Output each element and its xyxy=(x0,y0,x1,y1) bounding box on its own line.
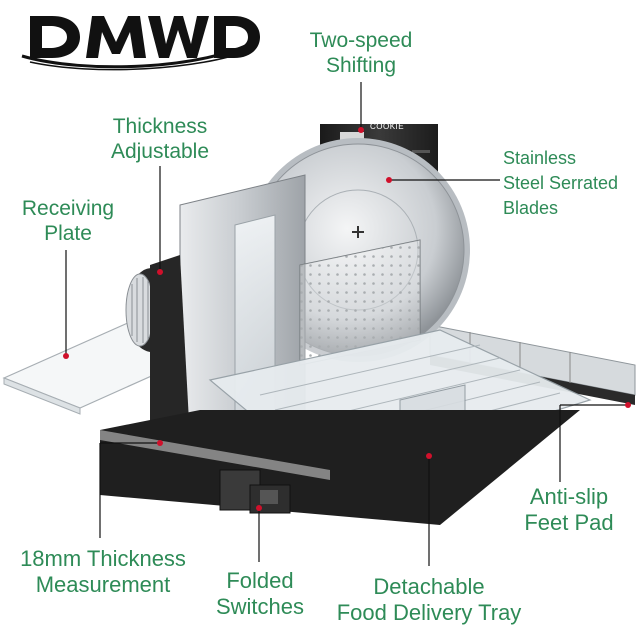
food-carriage xyxy=(299,239,421,366)
brand-logo xyxy=(21,16,260,71)
marker-delivery-tray xyxy=(426,453,432,459)
callout-line: 18mm Thickness xyxy=(20,546,186,571)
marker-thickness-adjust xyxy=(157,269,163,275)
marker-folded-switches xyxy=(256,505,262,511)
callout-line: Switches xyxy=(215,594,305,619)
callout-folded-switches: Folded Switches xyxy=(200,568,320,620)
housing-marking: COOKIE xyxy=(370,122,405,131)
callout-thickness-adjust: Thickness Adjustable xyxy=(92,114,228,164)
callout-line: Two-speed xyxy=(309,29,413,52)
callout-line: Receiving xyxy=(21,197,115,220)
callout-line: Measurement xyxy=(35,572,171,597)
marker-thickness-measure xyxy=(157,440,163,446)
callout-line: Thickness xyxy=(112,115,208,138)
callout-line: Detachable xyxy=(373,574,485,599)
callout-line: Anti-slip xyxy=(529,484,609,509)
marker-two-speed xyxy=(358,127,364,133)
callout-two-speed: Two-speed Shifting xyxy=(290,28,432,78)
callout-line: Steel Serrated xyxy=(503,173,619,193)
callout-line: Stainless xyxy=(503,148,577,168)
callout-line: Folded xyxy=(226,568,294,593)
callout-line: Feet Pad xyxy=(524,510,614,535)
callout-anti-slip: Anti-slip Feet Pad xyxy=(506,484,632,536)
marker-serrated-blades xyxy=(386,177,392,183)
callout-receiving-plate: Receiving Plate xyxy=(6,196,130,246)
thickness-knob xyxy=(125,255,190,440)
callout-line: Food Delivery Tray xyxy=(336,600,522,625)
callout-line: Shifting xyxy=(325,54,397,77)
callout-line: Blades xyxy=(503,198,559,218)
marker-receiving-plate xyxy=(63,353,69,359)
marker-anti-slip xyxy=(625,402,631,408)
callout-serrated-blades: Stainless Steel Serrated Blades xyxy=(503,146,639,221)
callout-line: Adjustable xyxy=(110,140,210,163)
callout-thickness-measure: 18mm Thickness Measurement xyxy=(4,546,202,598)
callout-delivery-tray: Detachable Food Delivery Tray xyxy=(318,574,540,626)
callout-line: Plate xyxy=(44,222,92,245)
